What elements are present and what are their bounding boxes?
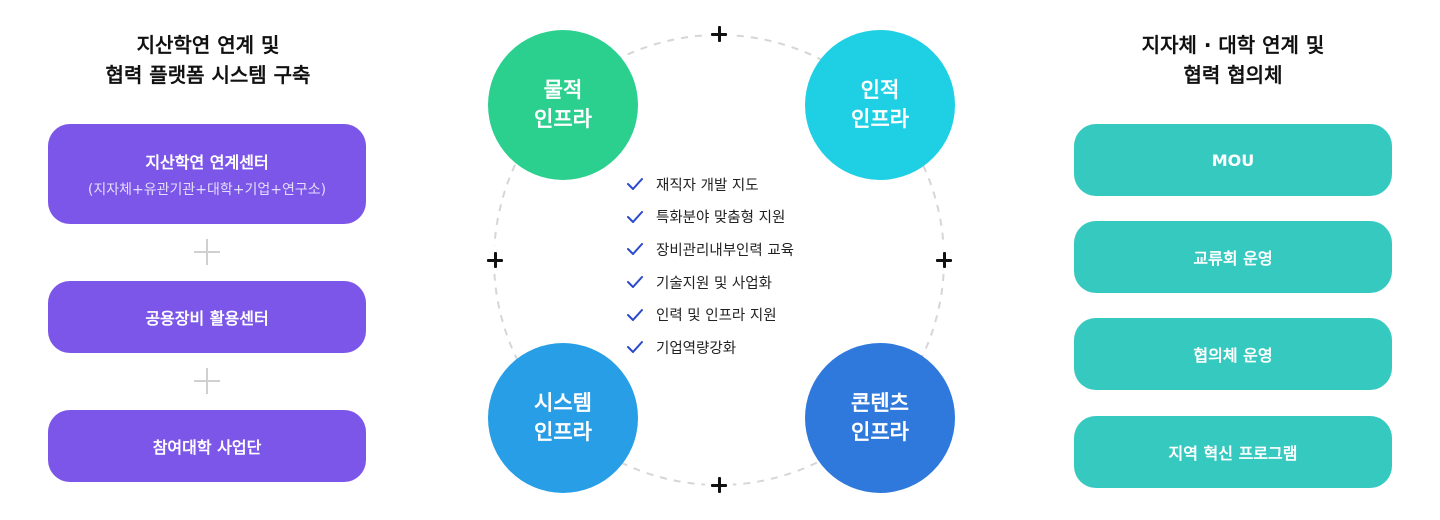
linkage-center-label: 지산학연 연계센터	[145, 153, 269, 172]
right-column-title: 지자체 · 대학 연계 및 협력 협의체	[1074, 30, 1392, 90]
list-item: 인력 및 인프라 지원	[626, 298, 794, 331]
check-icon	[627, 210, 643, 223]
human-infra-line-1: 인적	[860, 78, 900, 102]
checklist-label: 장비관리내부인력 교육	[656, 242, 795, 259]
physical-infra-line-1: 물적	[543, 78, 583, 102]
checklist-label: 재직자 개발 지도	[656, 177, 759, 194]
system-infra-circle: 시스템 인프라	[488, 343, 638, 493]
plus-icon	[194, 368, 220, 394]
checklist-label: 기술지원 및 사업화	[656, 275, 772, 292]
participating-university-label: 참여대학 사업단	[152, 438, 262, 457]
system-infra-line-1: 시스템	[534, 391, 592, 415]
participating-university-box: 참여대학 사업단	[48, 410, 366, 482]
checklist-label: 특화분야 맞춤형 지원	[656, 210, 786, 227]
content-infra-line-2: 인프라	[851, 420, 909, 444]
list-item: 재직자 개발 지도	[626, 168, 794, 201]
list-item: 기술지원 및 사업화	[626, 266, 794, 299]
shared-equipment-center-box: 공용장비 활용센터	[48, 281, 366, 353]
plus-icon	[930, 246, 958, 274]
linkage-center-members: (지자체+유관기관+대학+기업+연구소)	[87, 182, 327, 198]
human-infra-circle: 인적 인프라	[805, 30, 955, 180]
exchange-meeting-box: 교류회 운영	[1074, 221, 1392, 293]
human-infra-line-2: 인프라	[851, 107, 909, 131]
check-icon	[627, 243, 643, 256]
list-item: 특화분야 맞춤형 지원	[626, 201, 794, 234]
check-icon	[627, 308, 643, 321]
checklist-label: 기업역량강화	[656, 340, 737, 357]
linkage-center-box: 지산학연 연계센터 (지자체+유관기관+대학+기업+연구소)	[48, 124, 366, 224]
plus-icon	[705, 20, 733, 48]
mou-label: MOU	[1211, 150, 1255, 170]
support-checklist: 재직자 개발 지도 특화분야 맞춤형 지원 장비관리내부인력 교육 기술지원 및…	[626, 168, 794, 364]
mou-box: MOU	[1074, 124, 1392, 196]
right-title-line-2: 협력 협의체	[1183, 63, 1283, 87]
plus-icon	[705, 471, 733, 499]
system-infra-line-2: 인프라	[534, 420, 592, 444]
shared-equipment-center-label: 공용장비 활용센터	[145, 309, 269, 328]
physical-infra-line-2: 인프라	[534, 107, 592, 131]
check-icon	[627, 341, 643, 354]
plus-icon	[481, 246, 509, 274]
left-title-line-2: 협력 플랫폼 시스템 구축	[105, 63, 311, 87]
right-title-line-1: 지자체 · 대학 연계 및	[1141, 33, 1325, 57]
content-infra-circle: 콘텐츠 인프라	[805, 343, 955, 493]
physical-infra-circle: 물적 인프라	[488, 30, 638, 180]
exchange-meeting-label: 교류회 운영	[1193, 249, 1273, 268]
left-title-line-1: 지산학연 연계 및	[136, 33, 280, 57]
checklist-label: 인력 및 인프라 지원	[656, 308, 777, 325]
regional-innovation-box: 지역 혁신 프로그램	[1074, 416, 1392, 488]
content-infra-line-1: 콘텐츠	[851, 391, 909, 415]
council-operation-label: 협의체 운영	[1193, 346, 1273, 365]
list-item: 기업역량강화	[626, 331, 794, 364]
check-icon	[627, 178, 643, 191]
plus-icon	[194, 239, 220, 265]
regional-innovation-label: 지역 혁신 프로그램	[1168, 444, 1298, 463]
council-operation-box: 협의체 운영	[1074, 318, 1392, 390]
list-item: 장비관리내부인력 교육	[626, 233, 794, 266]
left-column-title: 지산학연 연계 및 협력 플랫폼 시스템 구축	[58, 30, 358, 90]
check-icon	[627, 276, 643, 289]
